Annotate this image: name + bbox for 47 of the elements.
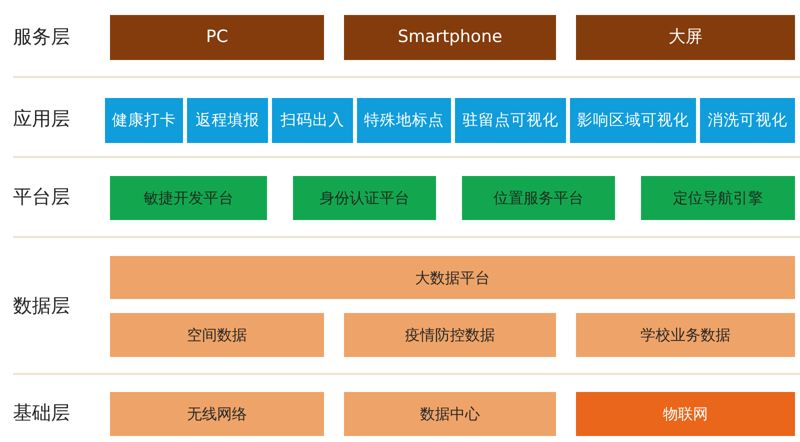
block-label: 消洗可视化	[708, 111, 788, 130]
service-block	[110, 15, 324, 60]
block-label: 返程填报	[196, 111, 260, 130]
application-block	[272, 98, 353, 143]
data-block	[110, 392, 324, 436]
block-label: 敏捷开发平台	[144, 189, 234, 207]
block-label: 位置服务平台	[494, 189, 584, 207]
infrastructure-block	[576, 392, 795, 436]
application-block	[187, 98, 268, 143]
layer-label: 平台层	[13, 186, 70, 209]
layer-label: 基础层	[13, 402, 70, 425]
layer-label: 服务层	[13, 26, 70, 49]
data-block	[344, 313, 556, 357]
service-block	[344, 15, 556, 60]
block-label: 特殊地标点	[364, 111, 444, 130]
block-label: 学校业务数据	[640, 326, 730, 344]
block-label: 健康打卡	[112, 111, 176, 130]
block-label: 无线网络	[187, 405, 247, 423]
data-block	[344, 392, 556, 436]
block-label: 疫情防控数据	[405, 326, 495, 344]
data-block	[110, 313, 324, 357]
block-label: 数据中心	[420, 405, 480, 423]
block-label: 影响区域可视化	[577, 111, 689, 130]
platform-block	[110, 176, 267, 220]
block-label: 空间数据	[187, 326, 247, 344]
platform-block	[293, 176, 436, 220]
application-block	[357, 98, 451, 143]
platform-block	[641, 176, 795, 220]
block-label: 大数据平台	[415, 268, 490, 286]
data-block	[110, 256, 795, 299]
application-block	[105, 98, 183, 143]
block-label: 驻留点可视化	[462, 111, 558, 130]
service-block	[576, 15, 795, 60]
block-label: 定位导航引擎	[673, 189, 763, 207]
block-label: 身份认证平台	[320, 189, 410, 207]
application-block	[700, 98, 795, 143]
application-block	[570, 98, 696, 143]
application-block	[455, 98, 566, 143]
platform-block	[462, 176, 615, 220]
block-label: 大屏	[668, 27, 702, 48]
block-label: 扫码出入	[280, 111, 344, 130]
block-label: 物联网	[663, 405, 708, 423]
layer-label: 数据层	[13, 295, 70, 318]
data-block	[576, 313, 795, 357]
block-label: Smartphone	[398, 27, 502, 48]
block-label: PC	[206, 27, 228, 48]
layer-label: 应用层	[13, 108, 70, 131]
